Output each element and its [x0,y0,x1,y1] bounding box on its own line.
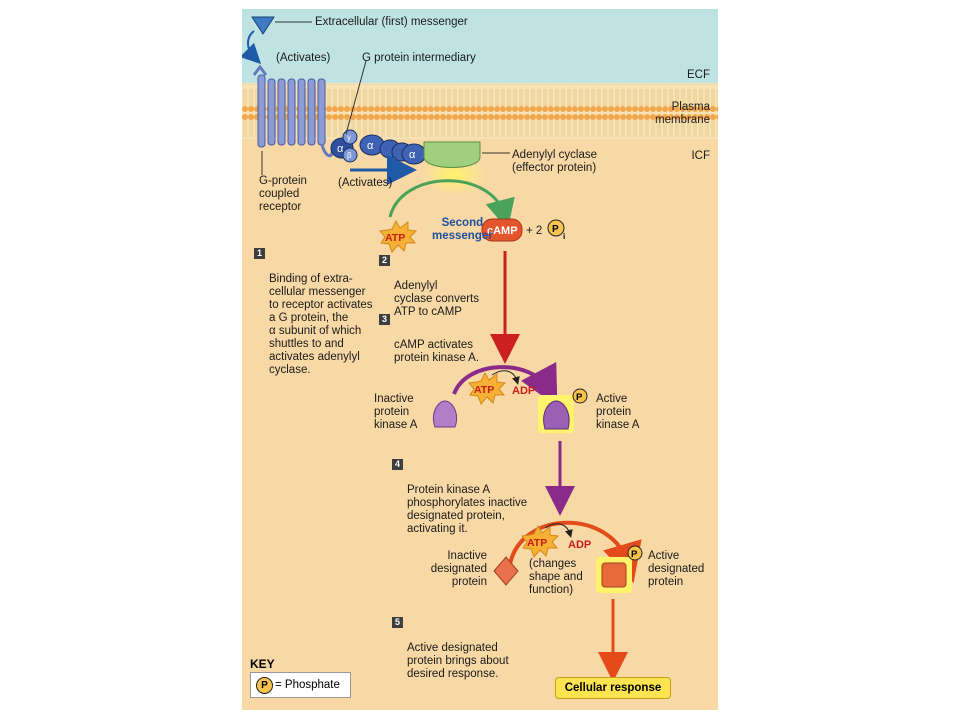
step-5-number: 5 [392,617,403,628]
alpha-label-3: α [409,149,416,161]
gamma-label: γ [347,133,351,142]
g-protein: α γ β [330,129,358,163]
designated-arc [508,520,642,584]
atp-burst-2: ATP [468,371,507,405]
designated-p-text: P [631,549,638,560]
camp-molecule: cAMP [481,218,523,242]
ecf-region [242,9,718,87]
icf-region [242,139,718,710]
active-designated-label: Active designated protein [648,550,705,588]
inactive-pka-label: Inactive protein kinase A [374,393,418,431]
pka-p-text: P [576,392,583,403]
alpha-label-2: α [367,140,374,152]
activates-arrow-1 [242,30,262,65]
step-4-number: 4 [392,459,403,470]
step-1: 1 Binding of extra- cellular messenger t… [254,247,373,390]
camp-text: cAMP [487,225,518,237]
active-pka-shape [543,400,570,430]
step-3-text: cAMP activates protein kinase A. [394,339,480,364]
active-designated-shape [601,562,627,588]
active-pka-label: Active protein kinase A [596,393,640,431]
ecf-label: ECF [687,69,710,81]
inactive-designated-label: Inactive designated protein [430,550,487,588]
atp-burst-3: ATP [521,524,560,558]
key-title: KEY [250,657,275,671]
g-protein-intermediary-label: G protein intermediary [362,52,476,64]
gpcr-label: G-protein coupled receptor [259,175,307,213]
pi-p-text: P [552,224,559,235]
activates-label-1: (Activates) [276,52,331,64]
step-4: 4 Protein kinase A phosphorylates inacti… [392,458,527,549]
atp-text-2: ATP [474,384,494,396]
first-messenger-shape [251,16,275,35]
key-phosphate-text: = Phosphate [275,679,340,691]
adp-text-2: ADP [568,539,591,551]
step-1-text: Binding of extra- cellular messenger to … [269,273,373,376]
conversion-arc [388,179,515,230]
activates-label-2: (Activates) [338,177,393,189]
step-4-text: Protein kinase A phosphorylates inactive… [407,484,528,535]
step-3: 3 cAMP activates protein kinase A. [379,313,479,378]
step-5: 5 Active designated protein brings about… [392,616,509,694]
plus-two-text: + 2 [526,225,542,237]
icf-label: ICF [691,150,710,162]
plasma-membrane-label: Plasma membrane [655,101,710,126]
step-5-text: Active designated protein brings about d… [407,642,509,680]
inactive-pka-shape [432,400,458,428]
adenylyl-cyclase-label: Adenylyl cyclase (effector protein) [512,149,598,174]
alpha-label-1: α [337,143,344,155]
pka-arc [452,361,558,407]
step-2-text: Adenylyl cyclase converts ATP to cAMP [394,280,480,318]
step-2-number: 2 [379,255,390,266]
atp-text-3: ATP [527,537,547,549]
atp-text-1: ATP [385,232,405,244]
atp-burst-1: ATP [379,219,418,253]
adenylyl-cyclase-shape [423,141,481,168]
diagram-canvas: α γ β α α ATP cAMP + 2 [242,9,718,710]
beta-label: β [347,151,352,160]
step-3-number: 3 [379,314,390,325]
adp-text-1: ADP [512,385,535,397]
step-2: 2 Adenylyl cyclase converts ATP to cAMP [379,254,479,332]
second-messenger-label: Second messenger [432,217,493,242]
changes-shape-label: (changes shape and function) [529,558,583,596]
inactive-designated-shape [493,556,519,586]
diagram-panel: α γ β α α ATP cAMP + 2 [242,9,718,710]
cellular-response-box: Cellular response [555,677,671,699]
pi-i-text: i [563,232,565,241]
key-phosphate-icon: P [256,677,273,694]
first-messenger-label: Extracellular (first) messenger [315,16,468,28]
step-1-number: 1 [254,248,265,259]
